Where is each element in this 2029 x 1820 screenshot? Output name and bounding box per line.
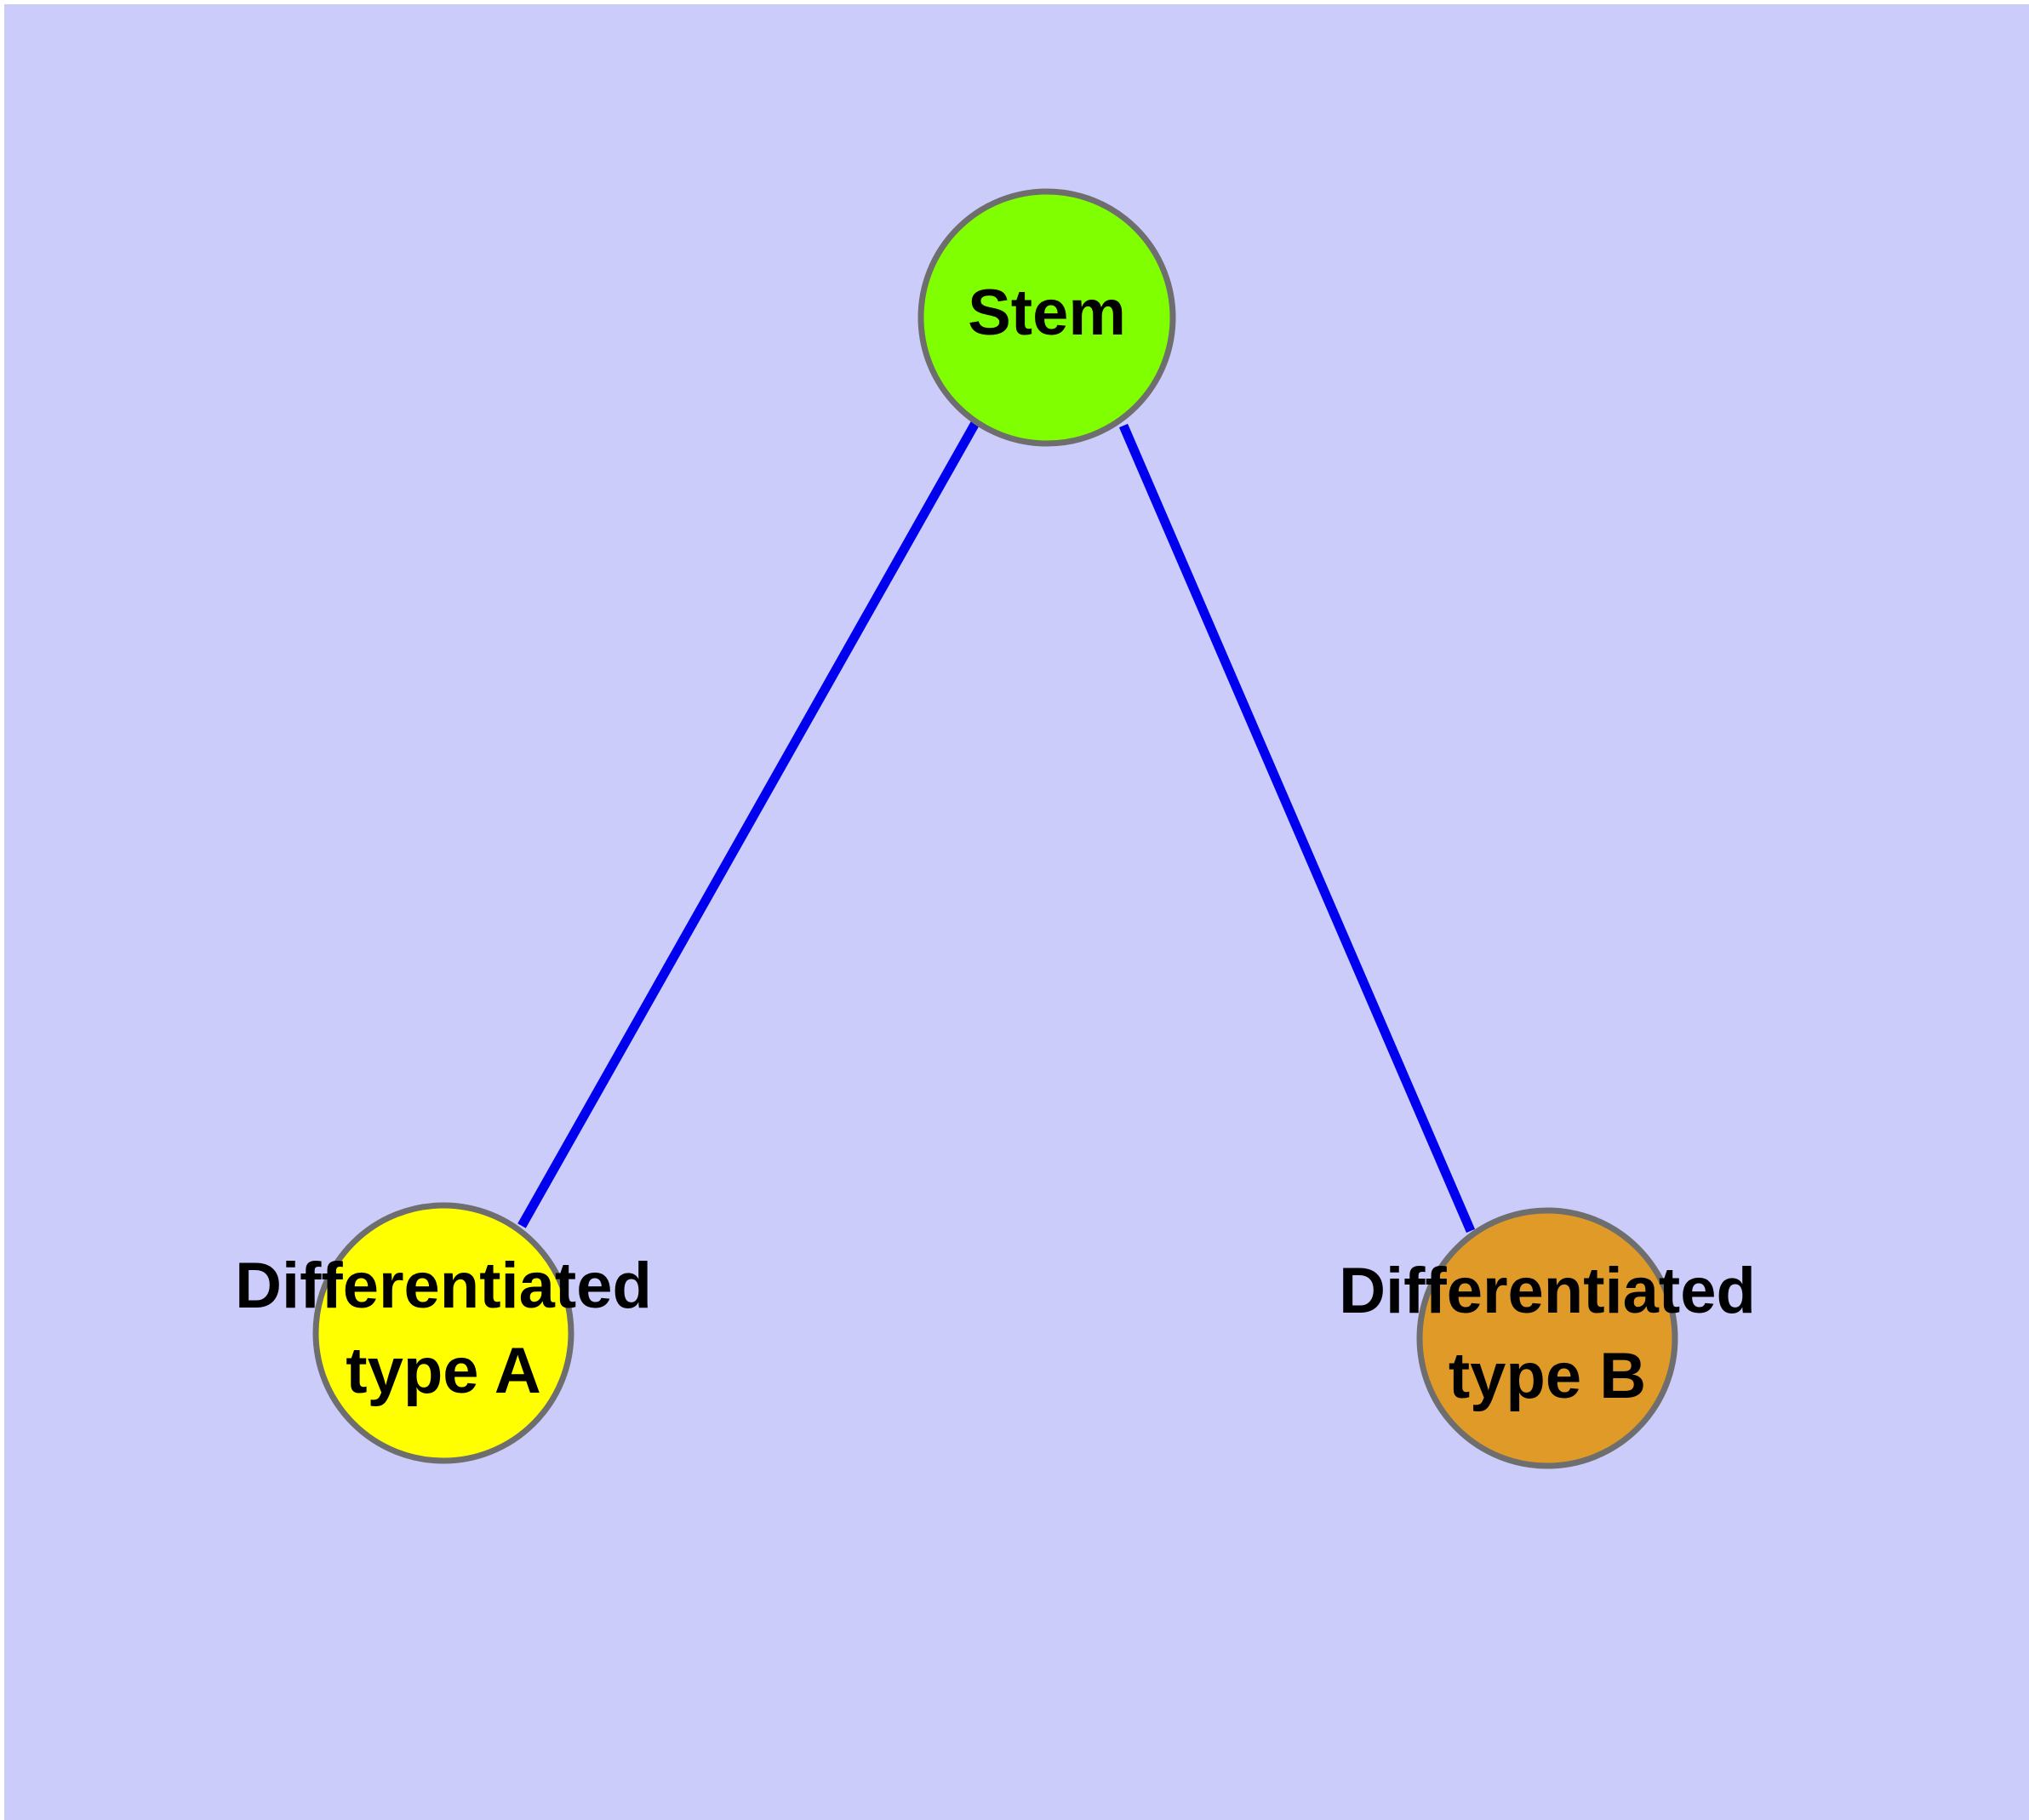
edge-stem-to-diff-a[interactable] (517, 421, 980, 1228)
edge-layer (517, 421, 1476, 1233)
node-stem[interactable] (917, 188, 1176, 447)
node-stem-circle[interactable] (917, 188, 1176, 447)
node-stem-label: Stem (968, 277, 1126, 349)
edge-stem-to-diff-b[interactable] (1118, 423, 1476, 1233)
node-layer (312, 188, 1678, 1469)
node-diff-a-circle[interactable] (312, 1202, 574, 1464)
node-diff-a[interactable] (312, 1202, 574, 1464)
node-diff-b[interactable] (1416, 1207, 1678, 1469)
node-diff-b-circle[interactable] (1416, 1207, 1678, 1469)
